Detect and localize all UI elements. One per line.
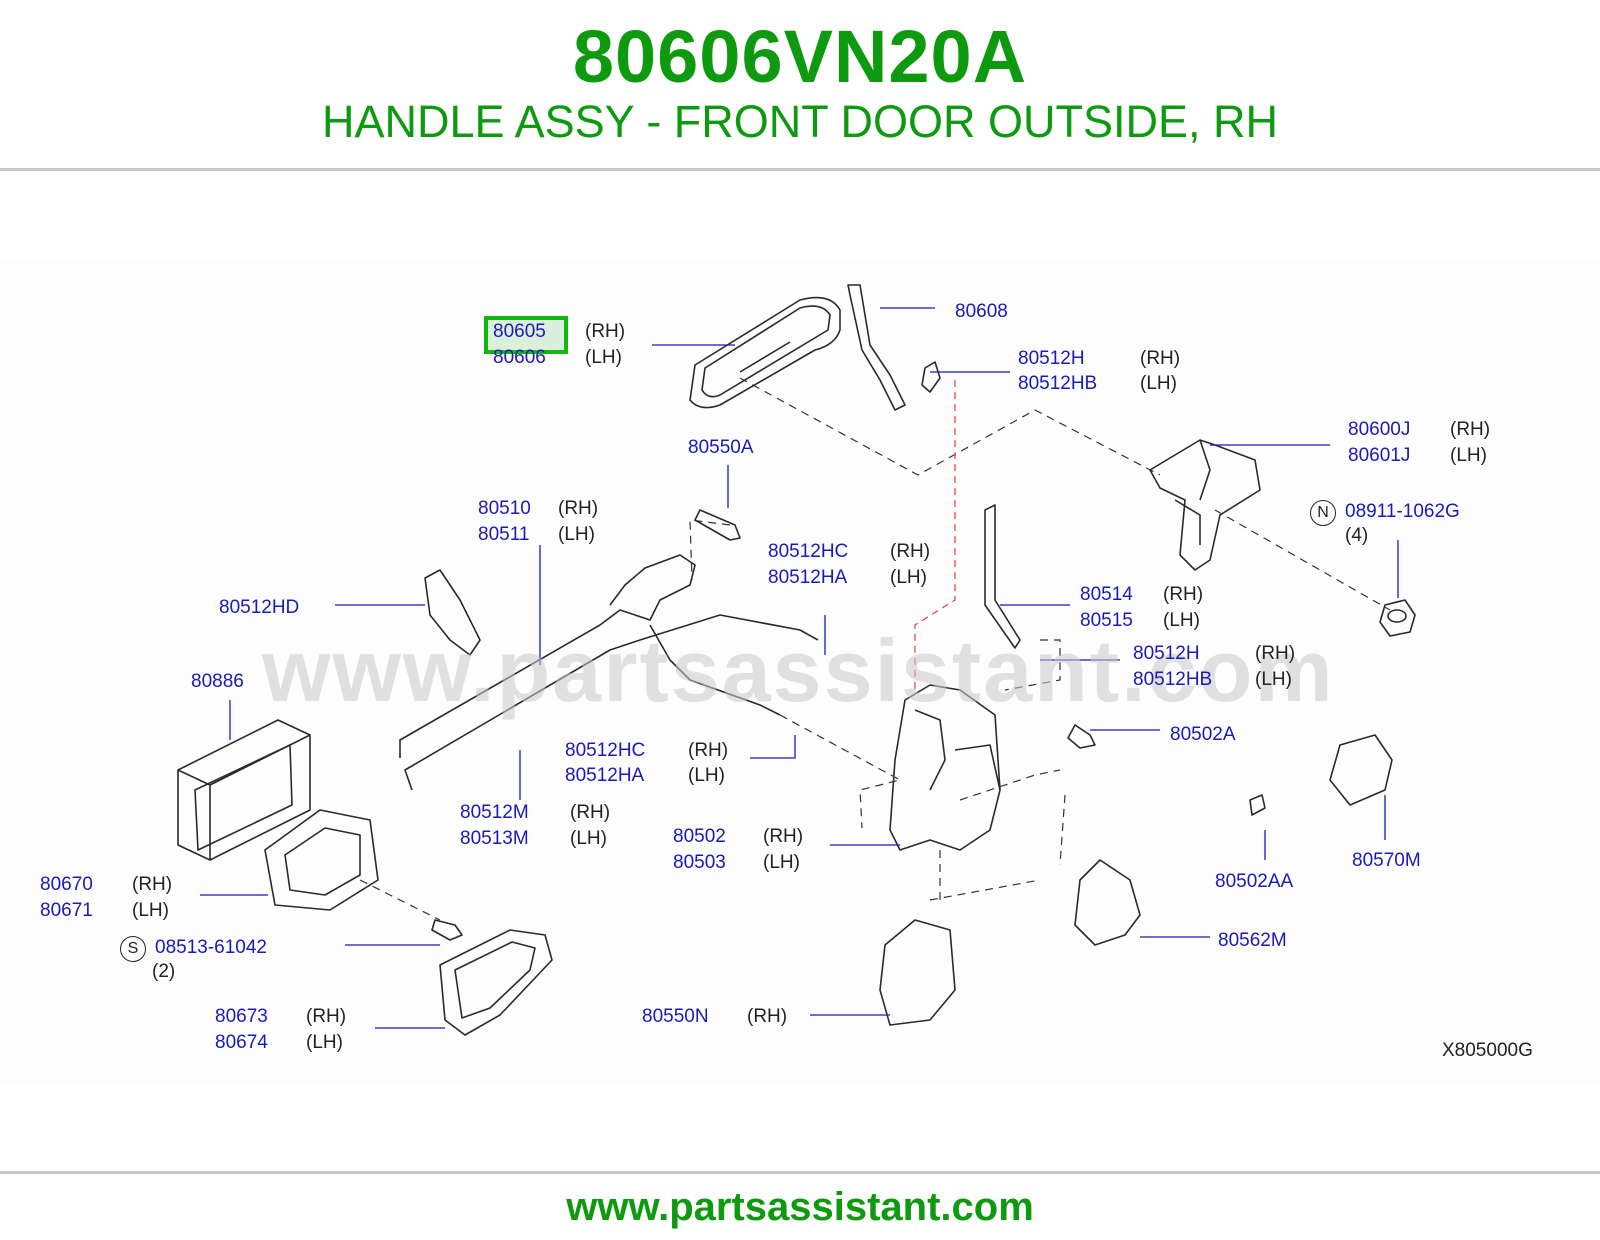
screw-drawing — [1067, 724, 1096, 749]
callout-80550n[interactable]: 80550N — [642, 1006, 709, 1027]
rod-80514-drawing — [984, 504, 1021, 649]
callout-80671[interactable]: 80671 — [40, 900, 93, 921]
callout-side: (RH) — [1140, 348, 1181, 369]
callout-80512hc-b[interactable]: 80512HC — [565, 740, 646, 761]
bracket-drawing — [1149, 439, 1261, 571]
callout-80512h[interactable]: 80512H — [1018, 348, 1085, 369]
callout-side: (RH) — [585, 321, 626, 342]
callout-80562m[interactable]: 80562M — [1218, 930, 1287, 951]
callout-80550a[interactable]: 80550A — [688, 437, 754, 458]
callout-08911-1062g[interactable]: 08911-1062G — [1345, 501, 1460, 522]
callout-80600j[interactable]: 80600J — [1348, 419, 1411, 440]
callout-80512h-b[interactable]: 80512H — [1133, 643, 1200, 664]
callout-side: (LH) — [1450, 445, 1487, 466]
callout-80512hb[interactable]: 80512HB — [1018, 373, 1098, 394]
callout-side: (LH) — [890, 567, 927, 588]
callout-80670[interactable]: 80670 — [40, 874, 93, 895]
callout-side: (RH) — [763, 826, 804, 847]
callout-80502aa[interactable]: 80502AA — [1215, 871, 1294, 892]
screw-08513-drawing — [431, 919, 463, 941]
prefix-s-circle: S — [120, 936, 146, 962]
clip-drawing — [921, 361, 941, 393]
outside-handle-drawing — [689, 284, 906, 411]
callout-side: (RH) — [570, 802, 611, 823]
callout-80605[interactable]: 80605 — [493, 321, 546, 342]
parts-diagram — [0, 262, 1600, 1082]
callout-side: (LH) — [306, 1032, 343, 1053]
callout-80515[interactable]: 80515 — [1080, 610, 1133, 631]
protector-box-drawing — [177, 719, 311, 861]
callout-80511[interactable]: 80511 — [478, 524, 530, 545]
callout-side: (RH) — [306, 1006, 347, 1027]
rod-drawing — [399, 554, 819, 791]
callout-side: (LH) — [1255, 669, 1292, 690]
latch-drawing — [879, 919, 956, 1026]
part-description: HANDLE ASSY - FRONT DOOR OUTSIDE, RH — [322, 96, 1278, 147]
callout-side: (LH) — [570, 828, 607, 849]
bezel-drawing — [439, 929, 553, 1036]
callout-side: (RH) — [1255, 643, 1296, 664]
callout-side: (RH) — [1163, 584, 1204, 605]
diagram-ref-code: X805000G — [1442, 1040, 1533, 1061]
callout-08513-61042[interactable]: 08513-61042 — [155, 937, 267, 958]
callout-side: (RH) — [890, 541, 931, 562]
callout-side: (LH) — [1140, 373, 1177, 394]
callout-80512hc[interactable]: 80512HC — [768, 541, 849, 562]
callout-80886[interactable]: 80886 — [191, 671, 244, 692]
pin-drawing — [1249, 794, 1266, 816]
callout-80606[interactable]: 80606 — [493, 347, 546, 368]
callout-80512hd[interactable]: 80512HD — [219, 597, 300, 618]
callout-80570m[interactable]: 80570M — [1352, 850, 1421, 871]
page-header: 80606VN20A HANDLE ASSY - FRONT DOOR OUTS… — [0, 0, 1600, 170]
header-divider — [0, 168, 1600, 171]
callout-side: (LH) — [688, 765, 725, 786]
footer-divider — [0, 1171, 1600, 1174]
clip-hd-drawing — [424, 569, 481, 656]
escutcheon-drawing — [264, 809, 379, 911]
callout-80514[interactable]: 80514 — [1080, 584, 1133, 605]
callout-80502[interactable]: 80502 — [673, 826, 726, 847]
lock-actuator-drawing — [889, 684, 1001, 851]
bolt-drawing — [694, 509, 741, 541]
callout-side: (RH) — [688, 740, 729, 761]
callout-80513m[interactable]: 80513M — [460, 828, 529, 849]
callout-80502a[interactable]: 80502A — [1170, 724, 1236, 745]
callout-80510[interactable]: 80510 — [478, 498, 531, 519]
callout-side: (RH) — [1450, 419, 1491, 440]
callout-side: (LH) — [558, 524, 595, 545]
callout-side: (RH) — [558, 498, 599, 519]
footer-url[interactable]: www.partsassistant.com — [566, 1185, 1034, 1229]
callout-80673[interactable]: 80673 — [215, 1006, 268, 1027]
selected-part-highlight — [484, 316, 568, 354]
cover-drawing — [1074, 859, 1141, 946]
callout-side: (RH) — [747, 1006, 788, 1027]
callout-80512m[interactable]: 80512M — [460, 802, 529, 823]
callout-80674[interactable]: 80674 — [215, 1032, 268, 1053]
callout-80512ha[interactable]: 80512HA — [768, 567, 848, 588]
callout-side: (LH) — [585, 347, 622, 368]
prefix-n-circle: N — [1310, 500, 1336, 526]
nut-drawing — [1379, 599, 1416, 637]
callout-side: (LH) — [132, 900, 169, 921]
callout-80512hb-b[interactable]: 80512HB — [1133, 669, 1213, 690]
callout-80601j[interactable]: 80601J — [1348, 445, 1411, 466]
striker-drawing — [1329, 734, 1393, 806]
callout-side: (LH) — [1163, 610, 1200, 631]
part-number-title: 80606VN20A — [572, 15, 1028, 98]
callout-80512ha-b[interactable]: 80512HA — [565, 765, 645, 786]
watermark-text: www.partsassistant.com — [262, 621, 1335, 720]
callout-80503[interactable]: 80503 — [673, 852, 726, 873]
callout-qty: (2) — [152, 961, 176, 982]
callout-80608[interactable]: 80608 — [955, 301, 1008, 322]
callout-side: (LH) — [763, 852, 800, 873]
red-dashed-link — [914, 380, 956, 690]
callout-qty: (4) — [1345, 525, 1369, 546]
callout-side: (RH) — [132, 874, 173, 895]
